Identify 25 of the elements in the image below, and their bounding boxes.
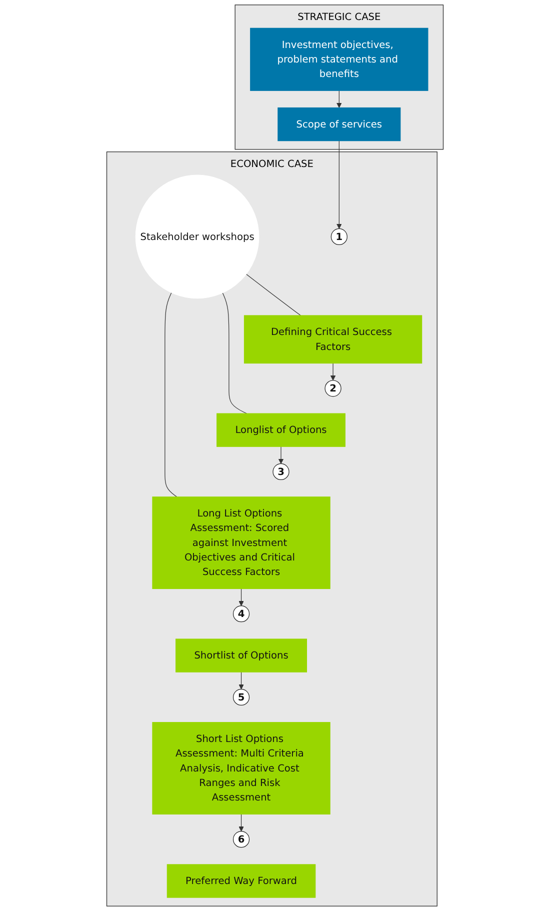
node-box: Short List Options Assessment: Multi Criteria Analysis, Indicative Cost Ranges and Risk Assessment (152, 722, 330, 814)
arrow (238, 588, 244, 606)
node-circle: 5 (232, 688, 250, 706)
node-circle: 3 (272, 463, 290, 480)
node-box: Longlist of Options (216, 413, 346, 447)
connector (164, 292, 178, 498)
arrow (336, 90, 342, 108)
arrow (330, 362, 336, 381)
node-box: Long List Options Assessment: Scored against Investment Objectives and Critical Success Factors (152, 496, 330, 590)
arrow (238, 814, 244, 832)
arrow (238, 672, 244, 690)
node-circle: 4 (232, 606, 250, 622)
node-box: Scope of services (278, 107, 401, 142)
node-circle: Stakeholder workshops (135, 174, 260, 299)
node-box: Defining Critical Success Factors (244, 315, 422, 364)
arrow (336, 140, 342, 229)
node-box: Preferred Way Forward (166, 864, 316, 898)
arrow (278, 446, 284, 464)
connector (246, 274, 301, 316)
node-circle: 2 (324, 380, 342, 397)
node-box: Shortlist of Options (176, 638, 307, 672)
connector (222, 292, 248, 414)
node-circle: 6 (232, 831, 250, 848)
node-box: Investment objectives, problem statements and benefits (250, 28, 428, 91)
node-circle: 1 (330, 228, 348, 246)
